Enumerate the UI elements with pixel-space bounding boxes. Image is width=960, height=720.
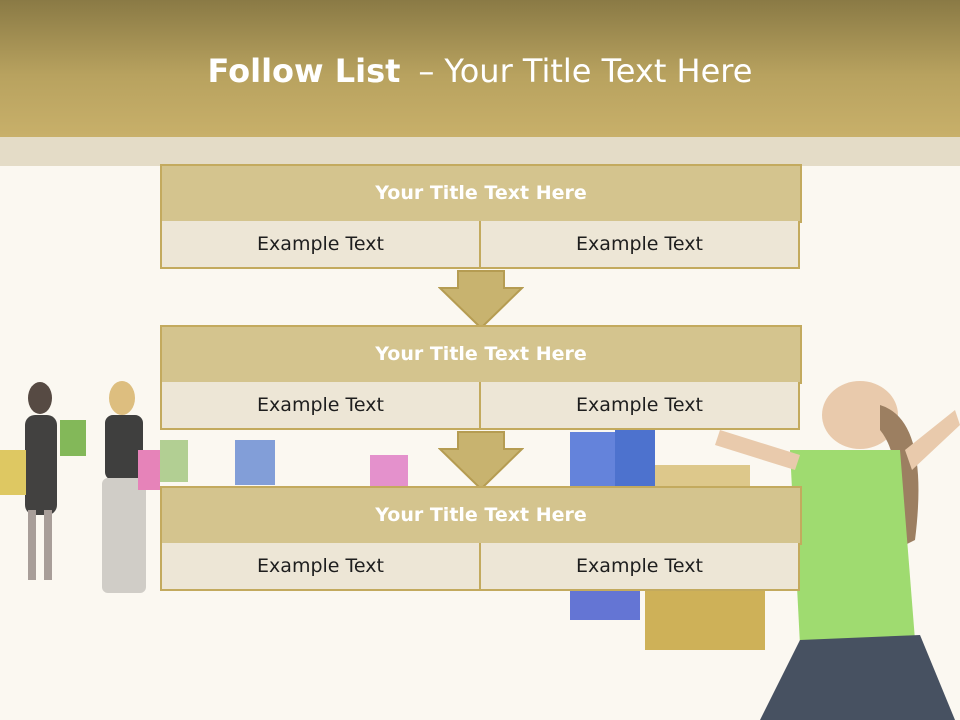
- list-block-2: Your Title Text Here Example Text Exampl…: [160, 325, 802, 431]
- list-block-3: Your Title Text Here Example Text Exampl…: [160, 486, 802, 592]
- down-arrow-icon: [438, 270, 524, 330]
- block-title-bar: Your Title Text Here: [160, 164, 802, 223]
- cell-text: Example Text: [576, 233, 703, 255]
- block-title: Your Title Text Here: [375, 504, 587, 526]
- cell-text: Example Text: [257, 555, 384, 577]
- block-cell-left: Example Text: [160, 221, 481, 269]
- cell-text: Example Text: [257, 233, 384, 255]
- cell-text: Example Text: [576, 394, 703, 416]
- title-dash: –: [418, 52, 435, 90]
- block-cell-right: Example Text: [479, 382, 800, 430]
- title-bold: Follow List: [207, 52, 401, 90]
- woman-figure: [102, 381, 160, 593]
- title-rest: Your Title Text Here: [444, 52, 753, 90]
- cell-text: Example Text: [257, 394, 384, 416]
- down-arrow-icon: [438, 431, 524, 491]
- girl-figure: [715, 381, 960, 720]
- block-cell-left: Example Text: [160, 382, 481, 430]
- block-cell-left: Example Text: [160, 543, 481, 591]
- block-title-bar: Your Title Text Here: [160, 486, 802, 545]
- header-band: [0, 0, 960, 137]
- block-title: Your Title Text Here: [375, 343, 587, 365]
- list-block-1: Your Title Text Here Example Text Exampl…: [160, 164, 802, 270]
- block-title: Your Title Text Here: [375, 182, 587, 204]
- block-title-bar: Your Title Text Here: [160, 325, 802, 384]
- block-cell-right: Example Text: [479, 221, 800, 269]
- slide-title: Follow List–Your Title Text Here: [0, 52, 960, 90]
- woman-figure: [0, 382, 86, 580]
- header-subband: [0, 137, 960, 166]
- cell-text: Example Text: [576, 555, 703, 577]
- block-cell-right: Example Text: [479, 543, 800, 591]
